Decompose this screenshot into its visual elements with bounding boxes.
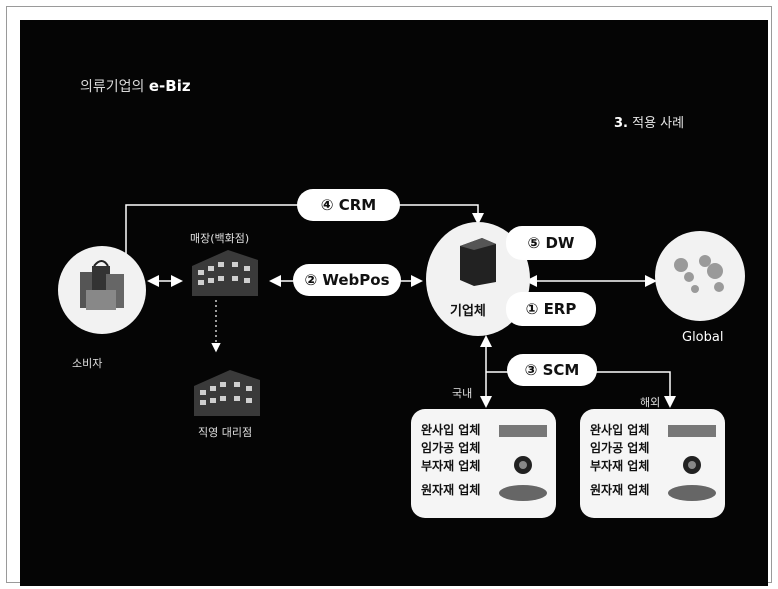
right-branch-label: 해외	[640, 396, 661, 409]
global-label: Global	[682, 330, 724, 345]
dw-pill: ⑤ DW	[506, 226, 596, 260]
supplier-line-3: 부자재 업체	[421, 459, 481, 473]
consumer-label: 소비자	[72, 357, 103, 370]
subtitle-number: 3.	[614, 116, 628, 131]
supplier-line-1: 완사입 업체	[421, 423, 481, 437]
supplier-line-2: 임가공 업체	[421, 441, 481, 455]
supplier-line-3: 부자재 업체	[590, 459, 650, 473]
left-branch-label: 국내	[452, 387, 473, 400]
company-label: 기업체	[450, 304, 486, 319]
consumer-node	[58, 246, 146, 334]
supplier-box-domestic: 완사입 업체 임가공 업체 부자재 업체 원자재 업체	[411, 409, 556, 518]
title-prefix: 의류기업의	[80, 79, 145, 95]
shopping-bags-icon	[80, 260, 124, 310]
factory-icon	[668, 425, 716, 501]
server-icon	[460, 238, 496, 286]
erp-pill: ① ERP	[506, 292, 596, 326]
slide-subtitle: 3. 적용 사례	[614, 112, 684, 131]
factory-icon	[499, 425, 547, 501]
supplier-box-overseas: 완사입 업체 임가공 업체 부자재 업체 원자재 업체	[580, 409, 725, 518]
supplier-line-1: 완사입 업체	[590, 423, 650, 437]
world-map-icon	[674, 255, 724, 293]
webpos-pill: ② WebPos	[293, 264, 401, 296]
subtitle-text: 적용 사례	[632, 116, 685, 131]
supplier-line-4: 원자재 업체	[590, 483, 650, 497]
crm-pill: ④ CRM	[297, 189, 400, 221]
store-bottom-label: 직영 대리점	[198, 426, 253, 439]
supplier-line-4: 원자재 업체	[421, 483, 481, 497]
global-node	[655, 231, 745, 321]
title-bold: e-Biz	[148, 77, 191, 95]
building-icon	[192, 250, 258, 296]
supplier-line-2: 임가공 업체	[590, 441, 650, 455]
building-icon	[194, 370, 260, 416]
slide-title: 의류기업의 e-Biz	[80, 76, 191, 96]
store-top-label: 매장(백화점)	[190, 232, 250, 245]
scm-pill: ③ SCM	[507, 354, 597, 386]
